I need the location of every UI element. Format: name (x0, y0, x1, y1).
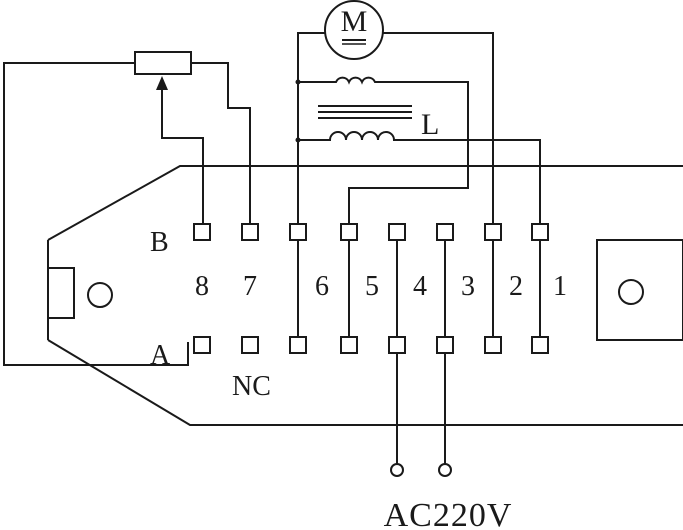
ac-supply-terminals (390, 463, 452, 477)
pin-row-a (193, 336, 549, 354)
pin-a8 (193, 336, 211, 354)
pin-b2 (484, 223, 502, 241)
pin-b5 (340, 223, 358, 241)
pin-number-1: 1 (553, 271, 567, 302)
inductor-label: L (421, 108, 439, 141)
supply-label: AC220V (384, 497, 513, 530)
left-mounting-hole (87, 282, 113, 308)
pin-number-6: 6 (315, 271, 329, 302)
supply-terminal-left (390, 463, 404, 477)
pin-a6 (289, 336, 307, 354)
pin-number-7: 7 (243, 271, 257, 302)
pin-number-4: 4 (413, 271, 427, 302)
nc-label: NC (232, 371, 271, 402)
pin-b7 (241, 223, 259, 241)
pin-a5 (340, 336, 358, 354)
motor-label: M (341, 5, 368, 38)
supply-terminal-right (438, 463, 452, 477)
potentiometer (3, 51, 251, 366)
pin-a3 (436, 336, 454, 354)
pin-number-5: 5 (365, 271, 379, 302)
pin-number-3: 3 (461, 271, 475, 302)
pin-row-b (193, 223, 549, 241)
pin-a7 (241, 336, 259, 354)
pin-a4 (388, 336, 406, 354)
pin-a1 (531, 336, 549, 354)
pin-b1 (531, 223, 549, 241)
inductor: L (295, 76, 541, 226)
pin-b6 (289, 223, 307, 241)
pin-number-8: 8 (195, 271, 209, 302)
pin-b8 (193, 223, 211, 241)
row-label-b: B (150, 227, 169, 258)
connector-body (47, 165, 683, 426)
pin-b3 (436, 223, 454, 241)
pin-a2 (484, 336, 502, 354)
pin-numbers: 8 7 6 5 4 3 2 1 (195, 271, 567, 302)
pin-b4 (388, 223, 406, 241)
right-mounting-block (596, 239, 683, 341)
right-mounting-hole (618, 279, 644, 305)
pin-number-2: 2 (509, 271, 523, 302)
row-label-a: A (150, 340, 171, 371)
